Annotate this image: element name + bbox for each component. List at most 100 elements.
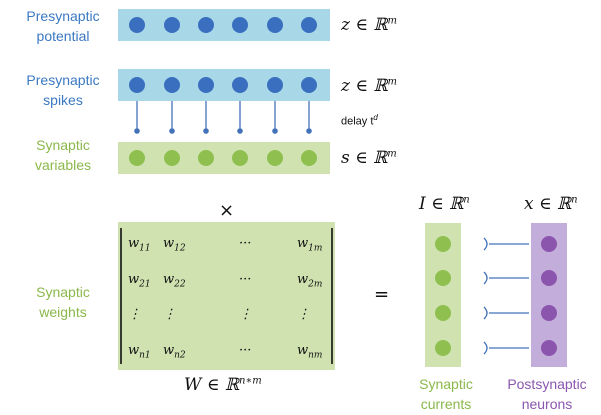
cell-base: ··· (239, 236, 252, 251)
formula-base: z ∈ ℝ (341, 76, 388, 96)
cell-subscript: 12 (174, 243, 186, 254)
label-line: Synaptic (36, 137, 90, 153)
presynaptic-potential-dot (198, 17, 214, 33)
cell-subscript: 1m (308, 243, 323, 254)
label-line: Synaptic (36, 284, 90, 300)
label-line: weights (39, 304, 87, 320)
presynaptic-spike-dot (164, 77, 180, 93)
equals-operator: = (374, 284, 390, 305)
formula-base: z ∈ ℝ (341, 15, 388, 35)
cell-base: w (297, 236, 309, 251)
z-potential-formula: z ∈ ℝm (341, 15, 397, 35)
cell-base: w (128, 272, 140, 287)
synapse-terminal (237, 128, 243, 134)
synapse-cup (483, 306, 488, 320)
synapse-cup (483, 271, 488, 285)
matrix-cell: ⋮ (128, 307, 141, 322)
synaptic-current-dot (435, 270, 451, 286)
formula-sup: n (571, 194, 578, 206)
cell-base: w (163, 272, 175, 287)
cell-base: w (297, 272, 309, 287)
label-line: spikes (43, 92, 83, 108)
synaptic-currents-label: Synaptic currents (398, 374, 494, 414)
postsynaptic-neurons-label: Postsynaptic neurons (492, 374, 601, 414)
cell-subscript: n1 (139, 350, 151, 361)
label-line: variables (34, 157, 92, 173)
cell-base: w (163, 236, 175, 251)
synapse-cup (483, 341, 488, 355)
formula-base: I ∈ ℝ (419, 194, 464, 214)
delay-text: delay t (341, 115, 374, 128)
presynaptic-potential-band (118, 9, 330, 41)
formula-base: W ∈ ℝ (184, 375, 239, 395)
cell-base: ⋮ (128, 307, 141, 322)
synapse-cup (483, 237, 488, 251)
formula-base: x ∈ ℝ (524, 194, 572, 214)
cell-base: w (163, 343, 175, 358)
cell-base: ⋮ (163, 307, 176, 322)
cell-base: ··· (239, 272, 252, 287)
presynaptic-spike-dot (267, 77, 283, 93)
synaptic-weights-label: Synaptic weights (8, 282, 118, 322)
weight-matrix (118, 222, 335, 370)
cell-base: w (297, 343, 309, 358)
matrix-cell: w12 (163, 236, 186, 254)
postsynaptic-neuron-dot (541, 340, 557, 356)
matrix-cell: w1m (297, 236, 322, 254)
label-line: Postsynaptic (507, 376, 587, 392)
cell-subscript: 11 (139, 243, 151, 254)
presynaptic-potential-dot (164, 17, 180, 33)
cell-base: ··· (239, 343, 252, 358)
presynaptic-spike-dot (198, 77, 214, 93)
synapse-terminal (272, 128, 278, 134)
matrix-cell: ··· (239, 236, 251, 251)
formula-sup: n∗m (239, 375, 262, 387)
synapse-terminal (134, 128, 140, 134)
postsynaptic-neuron-dot (541, 236, 557, 252)
label-line: Synaptic (419, 376, 473, 392)
synaptic-variable-dot (129, 150, 145, 166)
synaptic-variables-band (118, 142, 330, 174)
label-line: Presynaptic (26, 72, 100, 88)
cell-base: ⋮ (239, 307, 252, 322)
label-line: neurons (521, 396, 573, 412)
presynaptic-spikes-band (118, 69, 330, 101)
presynaptic-potential-dot (232, 17, 248, 33)
I-currents-formula: I ∈ ℝn (419, 194, 470, 214)
cell-base: ⋮ (297, 307, 310, 322)
synaptic-current-dot (435, 340, 451, 356)
presynaptic-potential-label: Presynaptic potential (8, 6, 118, 46)
label-line: potential (36, 28, 90, 44)
synapse-terminal (203, 128, 209, 134)
formula-sup: m (387, 15, 397, 27)
synaptic-variable-dot (198, 150, 214, 166)
presynaptic-spike-dot (301, 77, 317, 93)
cell-base: w (128, 343, 140, 358)
formula-sup: n (463, 194, 470, 206)
synaptic-variable-dot (301, 150, 317, 166)
synaptic-current-dot (435, 305, 451, 321)
W-weights-formula: W ∈ ℝn∗m (184, 375, 262, 395)
delay-sup: d (373, 113, 378, 122)
postsynaptic-neuron-dot (541, 305, 557, 321)
cell-subscript: nm (308, 350, 323, 361)
synaptic-variable-dot (267, 150, 283, 166)
matrix-cell: wnm (297, 343, 322, 361)
cell-subscript: 2m (308, 279, 323, 290)
label-line: Presynaptic (26, 8, 100, 24)
presynaptic-spike-dot (232, 77, 248, 93)
matrix-cell: ··· (239, 272, 251, 287)
matrix-cell: w22 (163, 272, 186, 290)
matrix-cell: w2m (297, 272, 322, 290)
formula-sup: m (387, 76, 397, 88)
times-operator: × (219, 200, 235, 221)
x-neurons-formula: x ∈ ℝn (524, 194, 578, 214)
presynaptic-spikes-label: Presynaptic spikes (8, 70, 118, 110)
formula-sup: m (387, 148, 397, 160)
delay-label: delay td (341, 113, 378, 128)
cell-base: w (128, 236, 140, 251)
synaptic-variable-dot (164, 150, 180, 166)
z-spikes-formula: z ∈ ℝm (341, 76, 397, 96)
matrix-cell: ⋮ (163, 307, 176, 322)
